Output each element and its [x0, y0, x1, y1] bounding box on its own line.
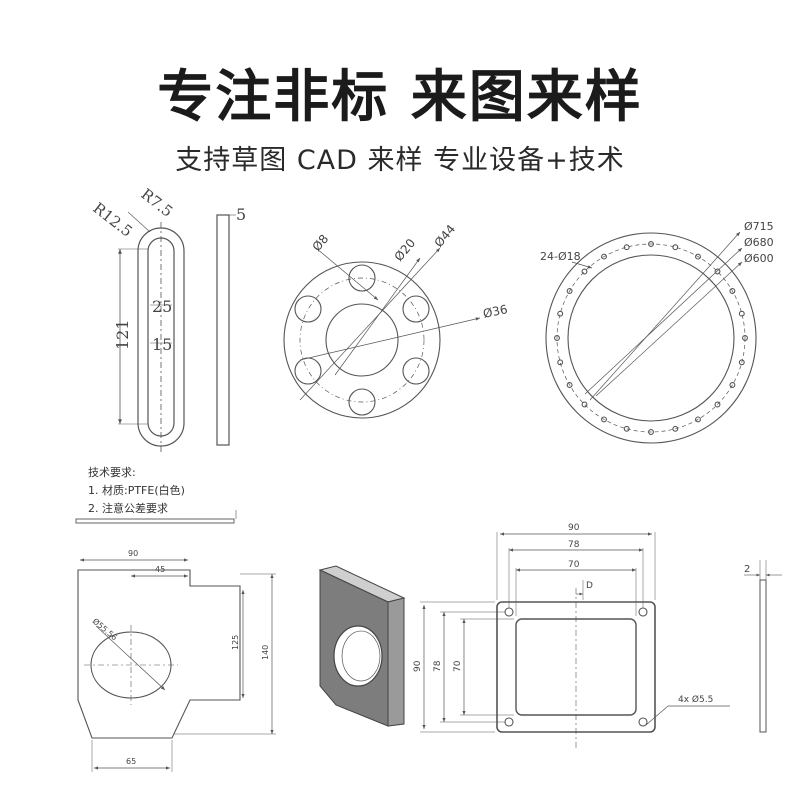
ring-bolt-holes: [554, 241, 748, 435]
plate-total-height-label: 140: [261, 645, 270, 660]
frame-corner-hole: [638, 717, 648, 727]
notes-line-2: 2. 注意公差要求: [88, 501, 168, 515]
flange-pcd-circle: [299, 277, 425, 403]
plate-top-width-label: 90: [128, 549, 138, 558]
ring-bolt-hole: [738, 310, 745, 317]
frame-gasket-drawing: [420, 532, 730, 750]
slot-gasket-drawing: [118, 211, 236, 452]
ring-bolt-hole: [695, 416, 701, 423]
frame-holes-label: 4x Ø5.5: [678, 694, 713, 705]
flange-inner-circle: [325, 303, 399, 377]
ring-bolt-hole: [581, 401, 588, 408]
frame-height-90-label: 90: [413, 660, 423, 672]
flange-bolt-hole: [294, 295, 322, 323]
ring-bolt-hole: [554, 335, 560, 341]
technical-notes: 技术要求: 1. 材质:PTFE(白色) 2. 注意公差要求: [88, 466, 185, 515]
slot-side-view: [216, 214, 230, 446]
frame-corner-hole: [638, 607, 648, 617]
notes-strip-drawing: [75, 510, 237, 524]
ring-holes-label: 24-Ø18: [540, 250, 581, 263]
ring-bolt-hole: [738, 359, 745, 366]
frame-small-dim-label: D: [586, 581, 593, 591]
ring-bolt-hole: [623, 425, 630, 432]
ring-dia-680-label: Ø680: [744, 236, 774, 249]
ring-bolt-hole: [601, 416, 607, 423]
frame-corner-hole: [504, 717, 514, 727]
flange-outer-dia-label: Ø44: [432, 222, 459, 250]
ring-bolt-hole: [581, 268, 588, 275]
slot-width-inner-label: 15: [152, 335, 172, 354]
frame-height-70-label: 70: [453, 660, 463, 672]
ring-bolt-hole: [672, 425, 679, 432]
plate-3d-render: [318, 565, 406, 727]
ring-gasket-drawing: [545, 231, 757, 444]
ring-bolt-hole: [648, 429, 654, 435]
slot-radius-large-label: R12.5: [90, 199, 136, 241]
ring-bolt-hole: [714, 401, 721, 408]
slot-length-label: 121: [113, 319, 132, 350]
ring-bolt-hole: [729, 382, 736, 388]
plate-3d-hole: [333, 625, 383, 687]
flange-bolt-hole: [294, 357, 322, 385]
plate-inner-height-label: 125: [231, 635, 240, 650]
flange-inner-dia-label: Ø20: [392, 236, 419, 264]
notes-title: 技术要求:: [88, 466, 136, 479]
ring-bolt-hole: [601, 253, 607, 260]
plate-hole-dia-label: Ø55.56: [91, 616, 120, 642]
flange-bolt-hole: [348, 264, 376, 292]
side-profile: [759, 579, 767, 733]
flange-gasket-drawing: [283, 247, 481, 419]
ring-bolt-hole: [729, 288, 736, 294]
ring-outer-circle: [545, 232, 757, 444]
notes-line-1: 1. 材质:PTFE(白色): [88, 483, 185, 497]
frame-width-78-label: 78: [568, 540, 580, 550]
flange-pcd-label: Ø36: [482, 302, 509, 321]
ring-inner-circle: [567, 254, 735, 422]
side-thickness-label: 2: [744, 564, 750, 575]
headline: 专注非标 来图来样: [157, 65, 643, 130]
side-thickness-drawing: [744, 560, 782, 733]
flange-bolt-hole: [402, 295, 430, 323]
frame-width-90-label: 90: [568, 523, 580, 533]
flange-hole-dia-label: Ø8: [310, 232, 332, 254]
ring-bolt-hole: [714, 268, 721, 275]
frame-width-70-label: 70: [568, 560, 580, 570]
ring-bolt-hole: [557, 359, 564, 366]
frame-height-78-label: 78: [433, 660, 443, 672]
ring-bolt-hole: [695, 253, 701, 260]
ring-bolt-hole: [566, 288, 573, 294]
frame-corner-hole: [504, 607, 514, 617]
plate-outline: [77, 569, 241, 739]
ring-dia-715-label: Ø715: [744, 220, 774, 233]
flange-outer-circle: [283, 261, 441, 419]
plate-half-width-label: 45: [155, 565, 165, 574]
ring-bolt-hole: [648, 241, 654, 247]
slot-width-outer-label: 25: [152, 297, 172, 316]
ring-bolt-hole: [623, 244, 630, 251]
ring-bolt-hole: [566, 382, 573, 388]
flange-bolt-hole: [402, 357, 430, 385]
ring-dia-600-label: Ø600: [744, 252, 774, 265]
plate-bottom-width-label: 65: [126, 757, 136, 766]
ring-bolt-circle: [556, 243, 746, 433]
plate-drawing: [77, 558, 276, 772]
slot-thickness-label: 5: [236, 205, 246, 224]
flange-bolt-hole: [348, 388, 376, 416]
subheadline: 支持草图 CAD 来样 专业设备+技术: [175, 145, 625, 176]
ring-bolt-hole: [742, 335, 748, 341]
slot-radius-small-label: R7.5: [138, 185, 177, 221]
ring-bolt-hole: [557, 310, 564, 317]
ring-bolt-hole: [672, 244, 679, 251]
